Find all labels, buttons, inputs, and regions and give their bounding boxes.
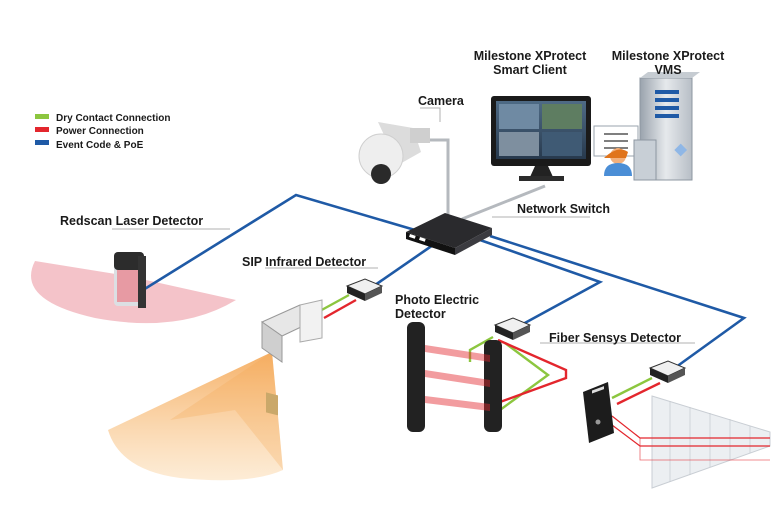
label-fiber-sensys-detector: Fiber Sensys Detector — [549, 331, 681, 345]
label-vms-line1: Milestone XProtect — [612, 49, 725, 63]
fiber-connector-box — [648, 360, 687, 383]
vms-operator-icon — [593, 125, 657, 181]
legend-swatch-power — [35, 127, 49, 132]
ptz-camera — [358, 122, 430, 184]
legend-swatch-event-poe — [35, 140, 49, 145]
photo-electric-detector — [407, 322, 502, 432]
redscan-laser-detector — [114, 252, 146, 308]
sip-connector-box — [345, 278, 384, 301]
video-cables — [429, 138, 546, 223]
poe-line-laser — [142, 193, 416, 292]
legend-label-dry-contact: Dry Contact Connection — [56, 113, 170, 124]
sip-infrared-detector — [260, 299, 323, 416]
labels: Milestone XProtect Smart Client Mileston… — [60, 49, 725, 345]
smart-client-monitor — [491, 96, 591, 181]
label-photo-electric-line1: Photo Electric — [395, 293, 479, 307]
infrared-detection-zone — [108, 352, 283, 481]
label-leaders — [112, 107, 695, 344]
label-smart-client-line1: Milestone XProtect — [474, 49, 587, 63]
label-vms-line2: VMS — [654, 63, 681, 77]
photo-beams — [425, 345, 490, 411]
fiber-fence — [611, 395, 771, 489]
label-sip-infrared-detector: SIP Infrared Detector — [242, 255, 366, 269]
fiber-power-line — [616, 381, 661, 406]
fiber-dry-contact-line — [611, 376, 653, 400]
legend-label-event-poe: Event Code & PoE — [56, 140, 144, 151]
poe-line-photo — [479, 238, 604, 332]
label-network-switch: Network Switch — [517, 202, 610, 216]
label-camera: Camera — [418, 94, 465, 108]
infrared-zone-inner — [170, 352, 283, 470]
photo-power-line — [497, 338, 568, 404]
legend-label-power: Power Connection — [56, 126, 144, 137]
sip-power-line — [323, 298, 357, 320]
sip-dry-contact-line — [317, 293, 350, 314]
photo-dry-contact-line — [468, 335, 551, 411]
poe-lines — [142, 193, 747, 377]
label-photo-electric-line2: Detector — [395, 307, 446, 321]
fiber-sensys-panel — [583, 382, 614, 443]
photo-connector-box — [493, 317, 532, 340]
label-redscan-laser-detector: Redscan Laser Detector — [60, 214, 203, 228]
poe-line-fiber — [489, 234, 747, 377]
network-switch — [406, 213, 492, 255]
label-smart-client-line2: Smart Client — [493, 63, 567, 77]
legend: Dry Contact Connection Power Connection … — [35, 113, 170, 151]
legend-swatch-dry-contact — [35, 114, 49, 119]
